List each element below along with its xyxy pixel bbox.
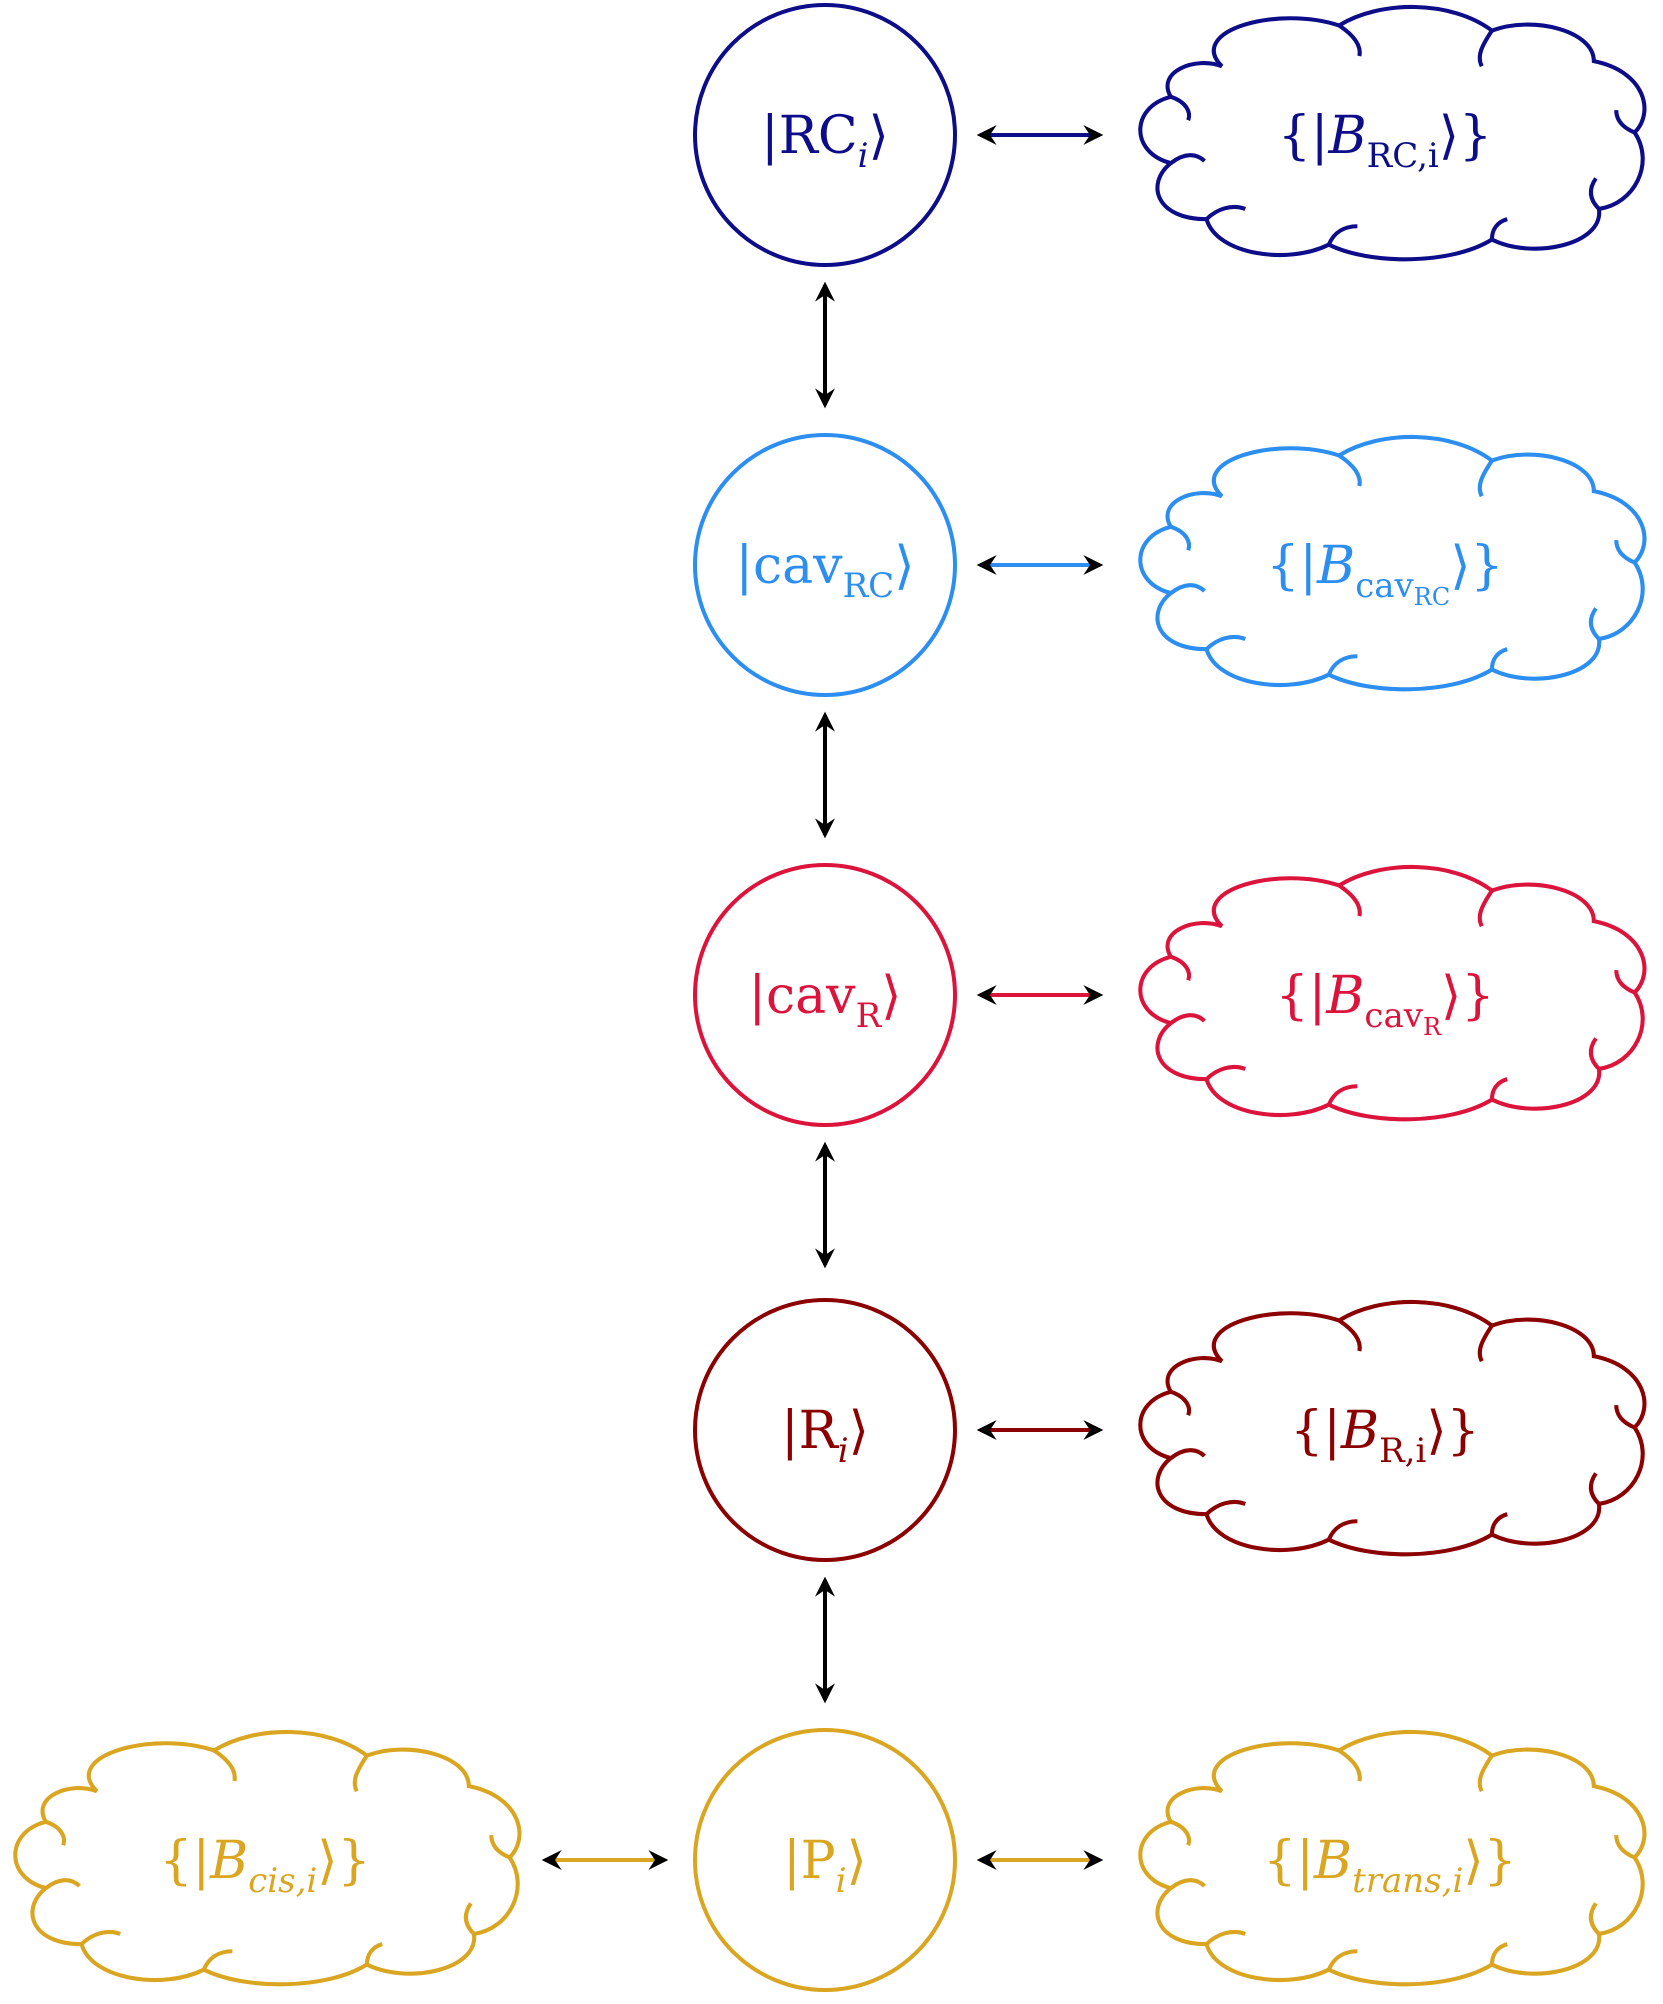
row-cav-r: |cavR⟩ {|BcavR⟩} <box>693 863 1644 1127</box>
node-label-rc: |RCi⟩ <box>761 106 889 176</box>
row-p: |Pi⟩ {|Btrans,i⟩} {|Bcis,i⟩} <box>15 1728 1644 1992</box>
bath-label-cav-rc: {|BcavRC⟩} <box>1266 536 1503 611</box>
bath-cloud-p-trans <box>1140 1732 1644 1984</box>
bath-cloud-r <box>1140 1302 1644 1554</box>
node-label-cav-rc: |cavRC⟩ <box>736 536 915 606</box>
bath-label-cav-r: {|BcavR⟩} <box>1276 966 1495 1041</box>
node-circle-cav-rc <box>693 433 957 697</box>
row-cav-rc: |cavRC⟩ {|BcavRC⟩} <box>693 433 1644 697</box>
bath-cloud-cav-r <box>1140 867 1644 1119</box>
bath-label-rc: {|BRC,i⟩} <box>1278 106 1492 176</box>
row-r: |Ri⟩ {|BR,i⟩} <box>693 1298 1644 1562</box>
node-circle-rc <box>693 3 957 267</box>
node-label-r: |Ri⟩ <box>781 1401 869 1471</box>
node-circle-r <box>693 1298 957 1562</box>
node-circle-p <box>693 1728 957 1992</box>
bath-label-r: {|BR,i⟩} <box>1290 1401 1479 1471</box>
node-label-p: |Pi⟩ <box>783 1831 867 1901</box>
bath-cloud-p-cis <box>15 1732 519 1984</box>
row-rc: |RCi⟩ {|BRC,i⟩} <box>693 3 1644 267</box>
bath-label-p-trans: {|Btrans,i⟩} <box>1263 1831 1516 1901</box>
node-label-cav-r: |cavR⟩ <box>749 966 902 1036</box>
bath-cloud-cav-rc <box>1140 437 1644 689</box>
bath-label-p-cis: {|Bcis,i⟩} <box>159 1831 370 1901</box>
bath-cloud-rc <box>1140 7 1644 259</box>
node-circle-cav-r <box>693 863 957 1127</box>
